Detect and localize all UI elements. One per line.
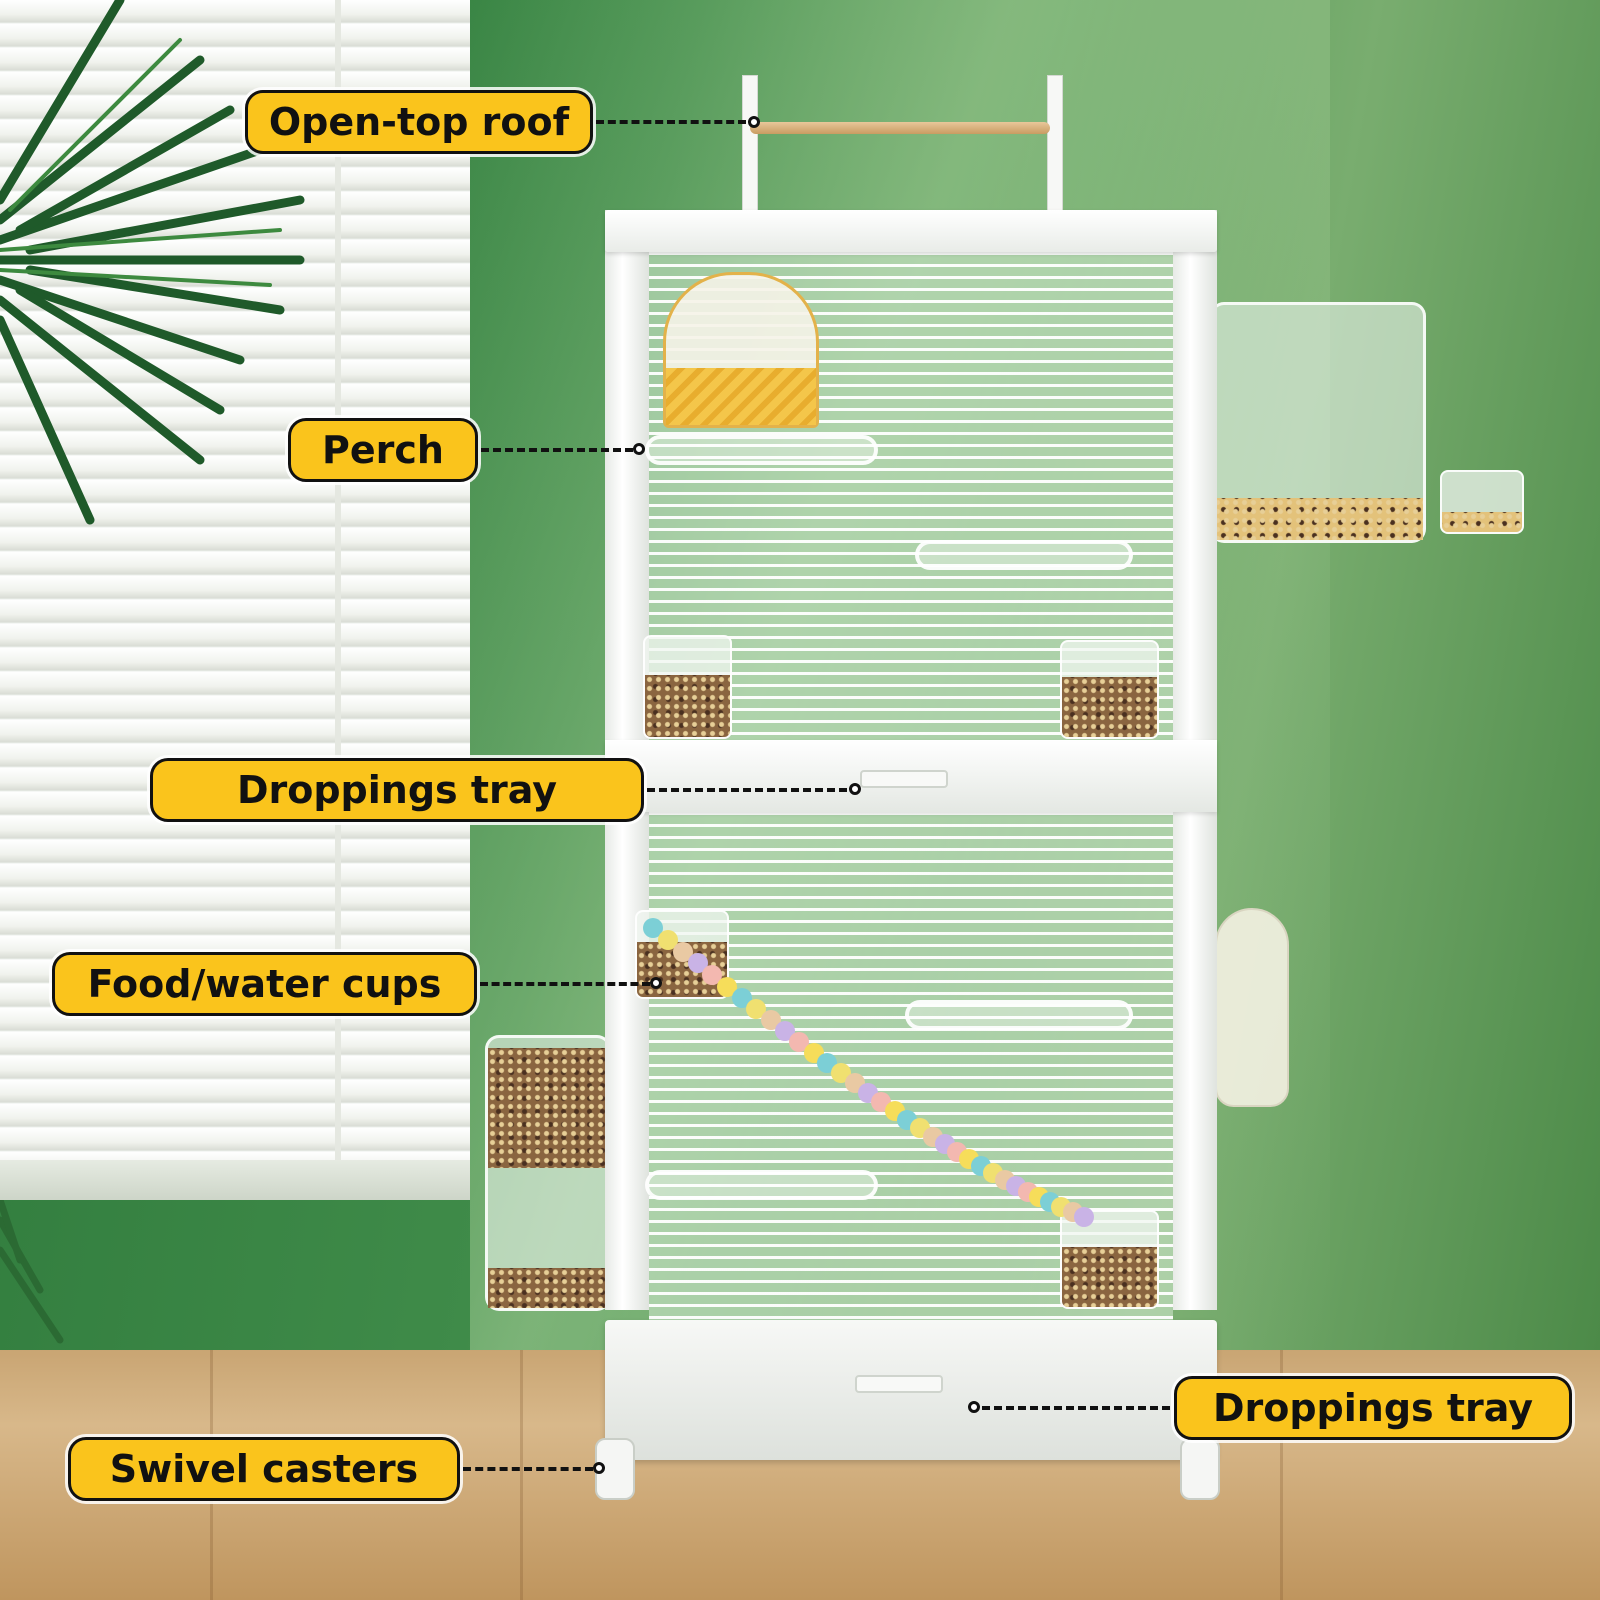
- middle-tray-frame: [605, 740, 1217, 812]
- leader-line: [596, 120, 746, 124]
- ladder-bead: [717, 976, 738, 997]
- roof-perch-bar: [750, 122, 1050, 134]
- perch-lower-right: [905, 1000, 1133, 1030]
- bath-stripes: [666, 368, 816, 425]
- floor-plank-line: [1280, 1350, 1283, 1600]
- ladder-bead: [672, 941, 693, 962]
- callout-food-water-cups: Food/water cups: [52, 952, 477, 1016]
- roof-post-right: [1047, 75, 1063, 217]
- leader-dot: [849, 783, 861, 795]
- ladder-bead: [687, 953, 708, 974]
- perch-upper-left: [645, 435, 878, 465]
- palm-leaves-icon: [0, 0, 305, 525]
- leader-line: [481, 448, 633, 452]
- blind-divider: [335, 0, 341, 1160]
- leader-line: [463, 1467, 593, 1471]
- window-sill: [0, 1160, 470, 1200]
- water-bottle: [1215, 908, 1289, 1107]
- tray-handle: [855, 1375, 943, 1393]
- leader-dot: [633, 443, 645, 455]
- food-cup-upper-right: [1060, 640, 1159, 739]
- callout-label: Droppings tray: [1212, 1386, 1534, 1430]
- base-tray-frame: [605, 1320, 1217, 1460]
- callout-droppings-tray-upper: Droppings tray: [150, 758, 644, 822]
- callout-label: Droppings tray: [236, 768, 558, 812]
- cup-contents: [1442, 512, 1522, 532]
- cup-seeds: [645, 675, 730, 737]
- ladder-bead: [643, 918, 663, 938]
- callout-open-top-roof: Open-top roof: [245, 90, 593, 154]
- callout-perch: Perch: [288, 418, 478, 482]
- ladder-bead: [657, 929, 678, 950]
- roof-post-left: [742, 75, 758, 217]
- cup-seeds: [1062, 677, 1157, 737]
- lower-mesh-panel: [649, 812, 1173, 1320]
- perch-upper-right: [915, 540, 1133, 570]
- bird-bath: [663, 272, 819, 428]
- side-bath-house: [1210, 302, 1426, 543]
- perch-lower-left: [645, 1170, 878, 1200]
- seed-fill: [488, 1048, 608, 1168]
- frame-top: [605, 210, 1217, 252]
- floor-plank-line: [520, 1350, 523, 1600]
- caster-wheel-right: [1180, 1438, 1220, 1500]
- seed-fill: [488, 1268, 608, 1308]
- food-cup-lower-right: [1060, 1210, 1159, 1309]
- cup-seeds: [1062, 1247, 1157, 1307]
- callout-droppings-tray-lower: Droppings tray: [1174, 1376, 1572, 1440]
- plant-leaf-icon: [0, 1200, 64, 1344]
- callout-label: Perch: [322, 428, 444, 472]
- leader-dot: [650, 977, 662, 989]
- leader-line: [647, 788, 847, 792]
- callout-swivel-casters: Swivel casters: [68, 1437, 460, 1501]
- leader-line: [982, 1406, 1170, 1410]
- callout-label: Food/water cups: [87, 962, 442, 1006]
- leader-dot: [748, 116, 760, 128]
- leader-line: [480, 982, 650, 986]
- bird-cage: [595, 75, 1220, 1500]
- outer-cup: [1440, 470, 1524, 534]
- food-cup-upper-left: [643, 635, 732, 739]
- ladder-bead: [1073, 1206, 1094, 1227]
- tray-handle: [860, 770, 948, 788]
- callout-label: Swivel casters: [109, 1447, 419, 1491]
- leader-dot: [968, 1401, 980, 1413]
- leader-dot: [593, 1462, 605, 1474]
- ladder-bead: [702, 965, 723, 986]
- external-seed-feeder: [485, 1035, 611, 1311]
- bath-base: [1213, 498, 1423, 540]
- callout-label: Open-top roof: [268, 100, 570, 144]
